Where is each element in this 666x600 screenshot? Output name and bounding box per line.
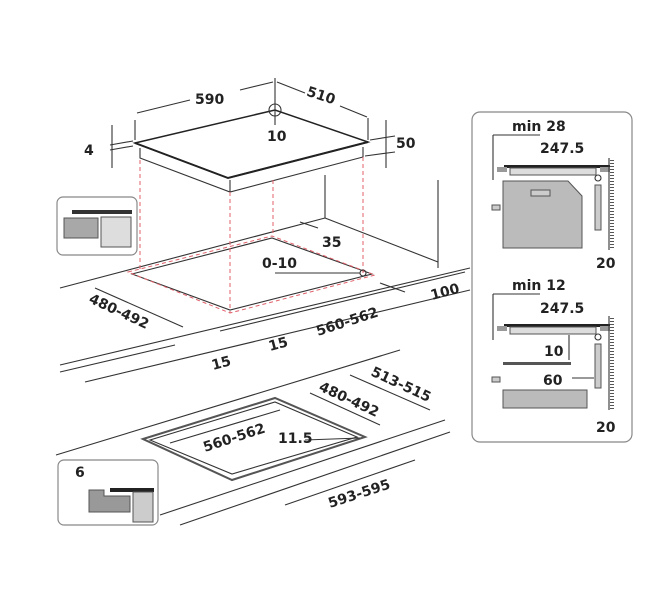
oven-section — [491, 134, 614, 250]
oven-wall-label: 20 — [596, 256, 616, 272]
corner-label: 10 — [267, 129, 287, 145]
countertop-standard — [59, 157, 471, 383]
flush-outer-width-label: 593-595 — [326, 477, 392, 512]
side-gap-label: 15 — [267, 334, 290, 354]
flush-corner-label: 11.5 — [278, 431, 313, 447]
drawer-gap-label: 10 — [544, 344, 564, 360]
offset-label: 0-10 — [262, 256, 297, 272]
drawer-section — [491, 293, 614, 410]
flush-outer-depth-label: 513-515 — [368, 364, 433, 406]
wall-gap-label: 100 — [429, 281, 462, 304]
cutout-depth-label: 480-492 — [86, 291, 151, 333]
hob-depth-label: 510 — [304, 84, 337, 108]
glass-thickness-label: 4 — [84, 143, 94, 159]
drawer-min-label: min 12 — [512, 278, 566, 294]
drawer-wall-label: 20 — [596, 420, 616, 436]
hob-drawing — [109, 78, 396, 193]
oven-min-label: min 28 — [512, 119, 566, 135]
drawer-distance-label: 247.5 — [540, 301, 584, 317]
hob-height-label: 50 — [396, 136, 416, 152]
rear-gap-label: 35 — [322, 235, 341, 251]
oven-distance-label: 247.5 — [540, 141, 584, 157]
recess-label: 6 — [75, 465, 85, 481]
flush-width-label: 560-562 — [201, 421, 267, 456]
front-gap-label: 15 — [210, 353, 233, 373]
cutout-width-label: 560-562 — [314, 305, 380, 340]
drawer-clearance-label: 60 — [543, 373, 563, 389]
hob-width-label: 590 — [195, 92, 224, 108]
countertop-flush — [55, 349, 451, 526]
